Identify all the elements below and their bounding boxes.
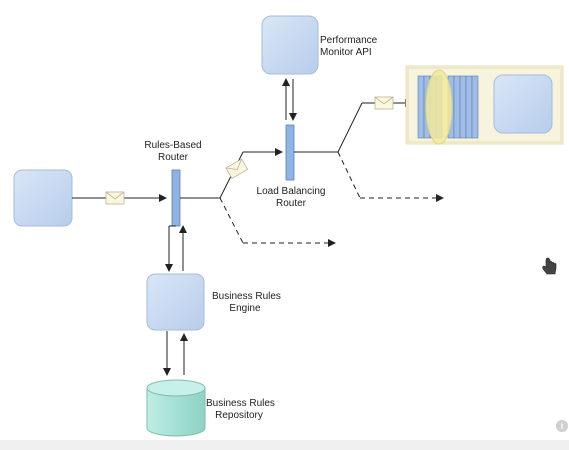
- hand-cursor-icon: [542, 257, 557, 275]
- performance-monitor-label-line2: Monitor API: [320, 47, 372, 58]
- rules-based-router[interactable]: [171, 169, 181, 227]
- connector-lb-branch-up: [337, 102, 363, 153]
- rules-engine-label-line2: Engine: [229, 303, 261, 314]
- dashed-branch-lb: [337, 151, 361, 199]
- load-balancing-label-line1: Load Balancing: [256, 186, 326, 197]
- rules-engine-label-line1: Business Rules: [212, 291, 281, 302]
- load-balancing-router[interactable]: [285, 124, 295, 181]
- source-node[interactable]: [13, 169, 73, 227]
- load-balancing-label: Load Balancing Router: [252, 186, 330, 210]
- queue-service-panel[interactable]: [405, 65, 564, 145]
- load-balancing-label-line2: Router: [275, 198, 306, 209]
- info-icon[interactable]: i: [556, 420, 568, 432]
- rules-router-label-line1: Rules-Based: [144, 140, 202, 151]
- envelope-icon: [225, 158, 249, 179]
- performance-monitor-label-line1: Performance: [320, 35, 378, 46]
- repository-label: Business Rules Repository: [206, 398, 275, 422]
- business-rules-repository[interactable]: [146, 379, 206, 437]
- rules-router-label: Rules-Based Router: [140, 140, 206, 164]
- service-node[interactable]: [493, 74, 553, 134]
- envelope-icon: [105, 191, 125, 205]
- rules-engine-label: Business Rules Engine: [212, 291, 281, 315]
- business-rules-engine-node[interactable]: [146, 273, 205, 331]
- envelope-icon: [374, 96, 394, 110]
- dashed-branch-rules: [219, 197, 244, 244]
- queue-lens: [425, 69, 453, 145]
- repository-label-line1: Business Rules: [206, 398, 275, 409]
- footer-bar: [0, 440, 569, 450]
- performance-monitor-label: Performance Monitor API: [320, 35, 377, 59]
- performance-monitor-node[interactable]: [261, 15, 319, 75]
- repository-label-line2: Repository: [215, 410, 263, 421]
- rules-router-label-line2: Router: [157, 152, 188, 163]
